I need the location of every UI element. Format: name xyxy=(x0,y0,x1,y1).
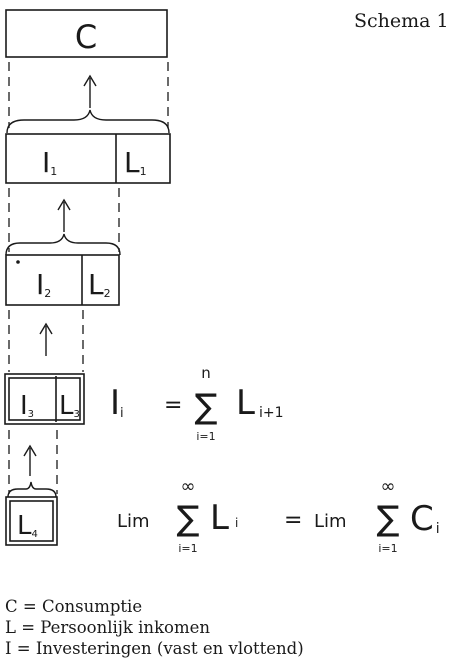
arrow-head-4 xyxy=(23,444,37,457)
box-level-4-inner xyxy=(9,500,54,542)
brace-2 xyxy=(5,233,121,256)
formula1-sigma: ∑ xyxy=(195,387,218,427)
arrow-head-2 xyxy=(57,198,71,211)
i3-label: I3 xyxy=(20,391,34,421)
formula2-sigma-1: ∑ xyxy=(177,499,200,539)
legend-investeringen: I = Investeringen (vast en vlottend) xyxy=(5,639,304,658)
l2-label: L2 xyxy=(88,268,111,301)
brace-4 xyxy=(7,481,57,498)
formula2-lim-1: Lim xyxy=(117,511,150,532)
formula2-sigma-2: ∑ xyxy=(377,499,400,539)
formula2-lim-2: Lim xyxy=(314,511,347,532)
brace-1 xyxy=(6,109,170,134)
formula2-sum2-upper: ∞ xyxy=(381,476,396,497)
arrow-head-3 xyxy=(39,322,53,335)
formula1-sum-upper: n xyxy=(201,364,211,382)
formula2-sum1-lower: i=1 xyxy=(178,542,197,555)
i2-label: I2 xyxy=(36,268,51,301)
arrow-head-1 xyxy=(83,74,97,87)
schema-title: Schema 1 xyxy=(354,10,449,32)
box-level-3-inner xyxy=(8,377,81,421)
l1-label: L1 xyxy=(124,146,147,179)
legend: C = Consumptie L = Persoonlijk inkomen I… xyxy=(5,596,304,659)
box-level-2 xyxy=(5,254,120,306)
ink-dot xyxy=(16,260,20,264)
formula1-sum-lower: i=1 xyxy=(196,430,215,443)
l3-label: L3 xyxy=(59,391,80,421)
formula2-equals: = xyxy=(284,508,302,533)
i1-label: I1 xyxy=(42,146,57,179)
legend-consumptie: C = Consumptie xyxy=(5,597,143,616)
box-consumption xyxy=(5,9,168,58)
formula1-equals: = xyxy=(164,393,182,418)
legend-persoonlijk-inkomen: L = Persoonlijk inkomen xyxy=(5,618,211,637)
l4-label: L4 xyxy=(17,511,38,541)
box-level-4 xyxy=(5,496,58,546)
box-level-1 xyxy=(5,133,171,184)
box-c-label: C xyxy=(75,18,97,56)
formula2-sum2-lower: i=1 xyxy=(378,542,397,555)
formula1-lhs: Ii xyxy=(110,383,124,423)
formula2-sum1-upper: ∞ xyxy=(181,476,196,497)
box-level-3 xyxy=(4,373,85,425)
